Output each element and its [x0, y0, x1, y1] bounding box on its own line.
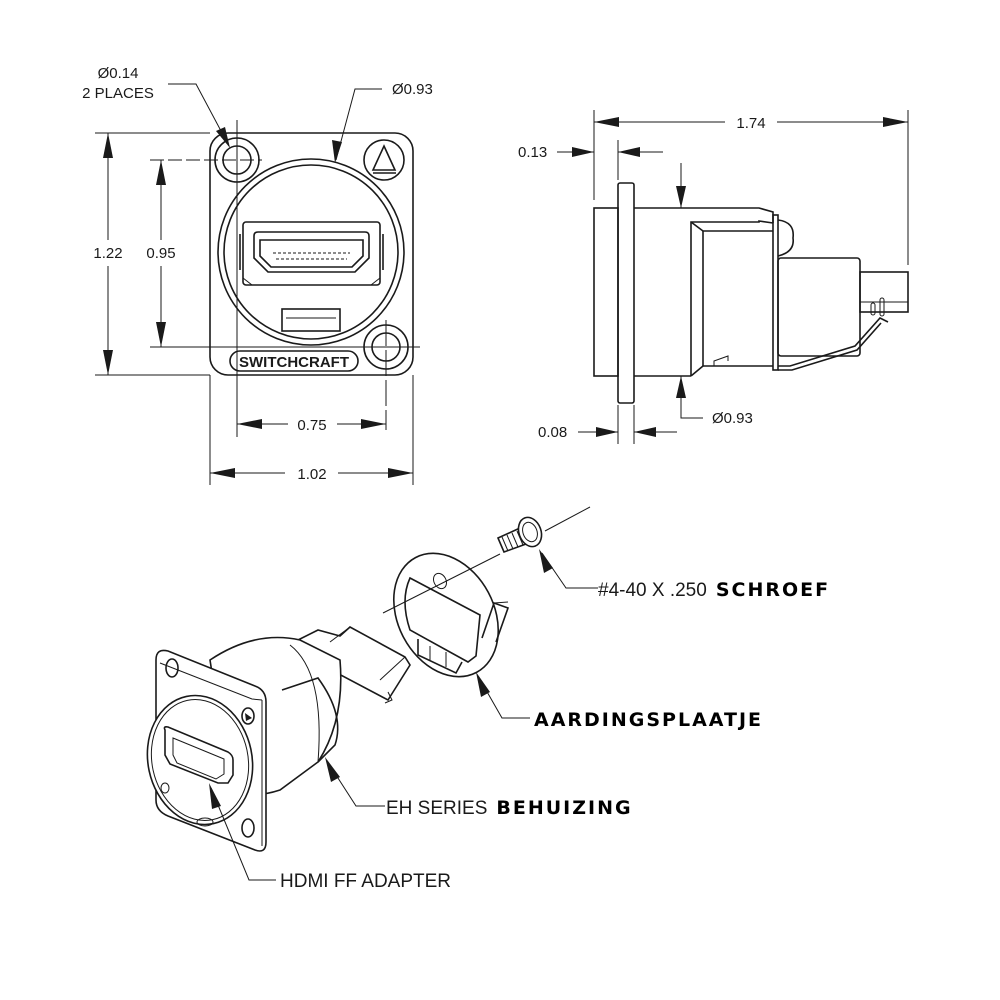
grounding-plate [392, 552, 510, 678]
dim-height: 1.22 [93, 245, 122, 262]
dim-flange-offset: 0.13 [518, 144, 547, 161]
dim-hole-diameter: Ø0.14 [98, 65, 139, 82]
dim-body-diameter-front: Ø0.93 [392, 81, 433, 98]
dim-width: 1.02 [297, 466, 326, 483]
hdmi-receptacle [239, 221, 384, 286]
callout-screw: #4-40 X .250 SCHROEF [598, 579, 830, 601]
dim-hole-spacing-v: 0.95 [146, 245, 175, 262]
front-flange [209, 132, 414, 376]
side-flange [617, 182, 635, 404]
body-circle [217, 158, 405, 346]
dim-length: 1.74 [736, 115, 765, 132]
triangle-logo-icon [363, 139, 405, 181]
dim-body-diameter-side: Ø0.93 [712, 410, 753, 427]
callout-grounding-plate: AARDINGSPLAATJE [534, 709, 763, 731]
brand-badge: SWITCHCRAFT [229, 350, 359, 372]
dim-hole-count: 2 PLACES [82, 85, 154, 102]
housing [146, 626, 411, 852]
front-view: SWITCHCRAFT 1.22 0.95 0.75 1.02 Ø0.14 [82, 65, 433, 485]
brand-text: SWITCHCRAFT [239, 354, 349, 371]
callout-hdmi-adapter: HDMI FF ADAPTER [280, 871, 451, 892]
callout-housing: EH SERIES BEHUIZING [386, 797, 633, 819]
mounting-hole-bottom-right [150, 320, 420, 430]
side-view: 1.74 0.13 0.08 Ø0.93 [518, 110, 909, 444]
dim-hole-spacing-h: 0.75 [297, 417, 326, 434]
screw [496, 516, 543, 554]
mounting-hole-top-left [150, 120, 262, 200]
exploded-view: #4-40 X .250 SCHROEF AARDINGSPLAATJE EH … [146, 506, 830, 892]
latch [281, 308, 341, 332]
dim-flange-thickness: 0.08 [538, 424, 567, 441]
